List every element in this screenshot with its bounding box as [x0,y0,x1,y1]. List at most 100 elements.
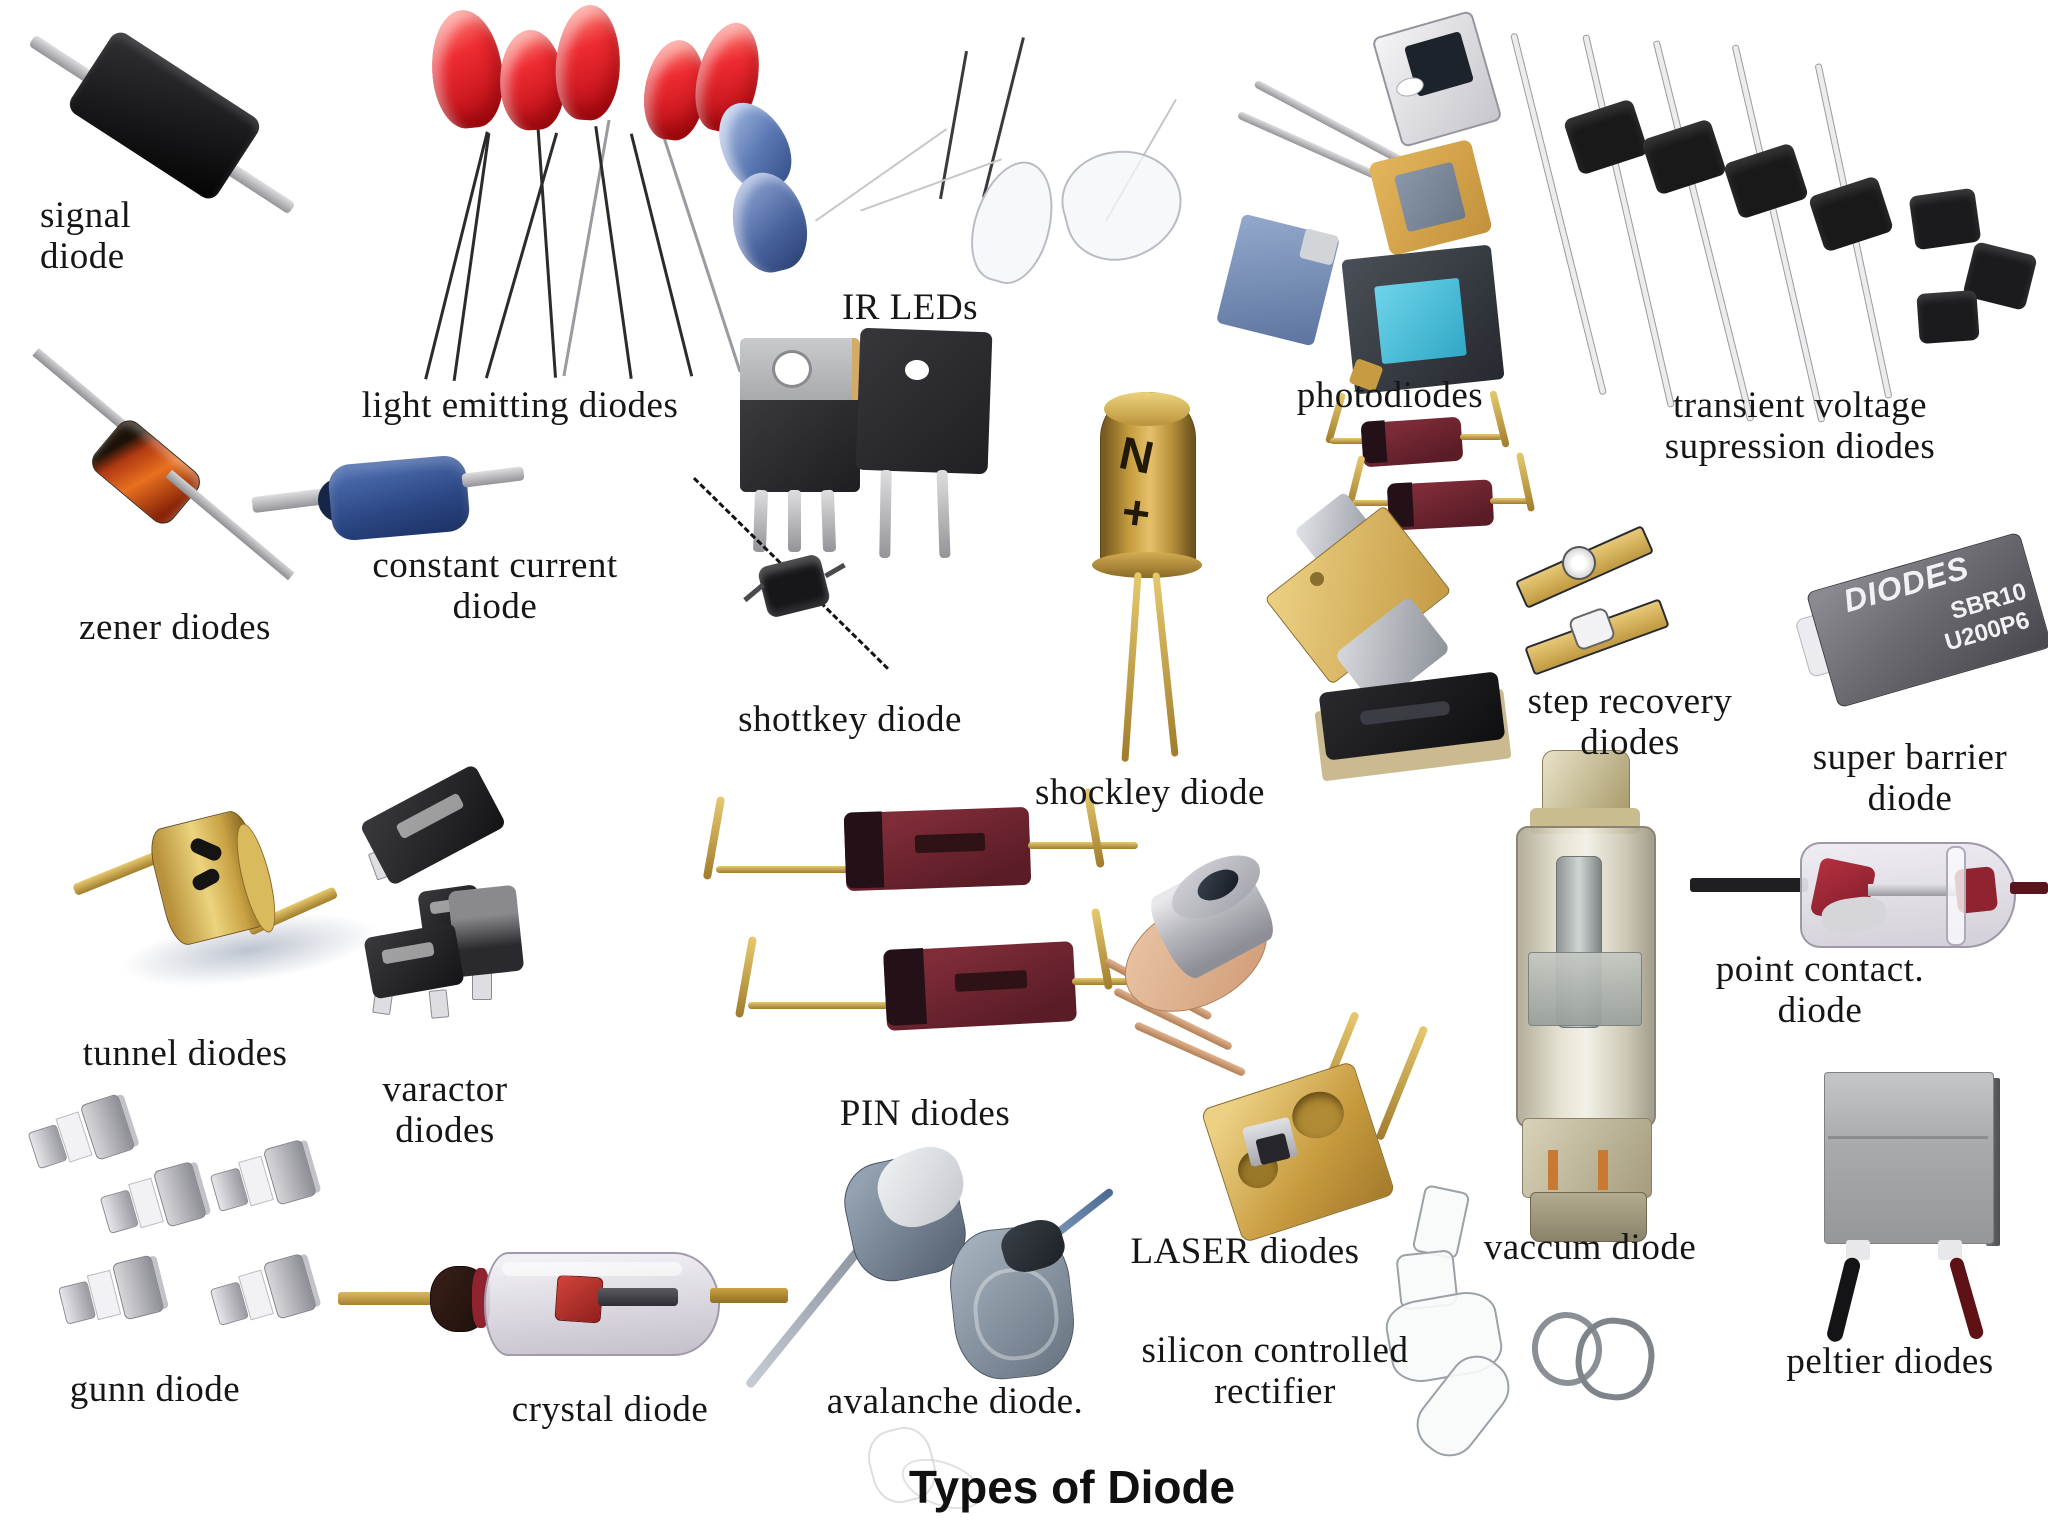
vacuum-tube-base [1530,1192,1647,1242]
label-step-recovery-diodes: step recovery diodes [1527,681,1733,763]
axial-diode-lead [1460,434,1502,440]
tvs-lead [1510,32,1607,396]
gunn-diode [238,1155,274,1207]
shockley-lead [1121,571,1142,763]
shottkey-axial-diode [756,553,832,619]
peltier-seam [1828,1136,1988,1139]
label-light-emitting-diodes: light emitting diodes [361,385,679,426]
label-silicon-controlled-rectifier: silicon controlled rectifier [1141,1330,1409,1412]
label-shottkey-diode: shottkey diode [738,699,962,740]
label-laser-diodes: LASER diodes [1130,1231,1360,1272]
gunn-diode [238,1269,274,1321]
sketch-line [814,128,948,222]
label-signal-diode: signal diode [40,195,132,277]
peltier-tab [1938,1240,1962,1260]
avalanche-lead [744,1245,864,1390]
to247-body [855,327,993,475]
ir-led-clear-bulb [959,151,1067,293]
shockley-can-top [1104,392,1190,426]
crystal-diode-lead [710,1288,788,1303]
label-transient-voltage-supression-diodes: transient voltage supression diodes [1664,385,1936,467]
pin-diode-lead [1072,978,1167,985]
to220-pin [788,490,801,552]
pin-diode-cap [843,811,885,889]
tvs-diode-body [1722,142,1810,220]
peltier-tab [1846,1240,1870,1260]
ccd-lead [461,466,525,488]
red-led-bulb [553,3,623,122]
pin-diode-lead [748,1002,890,1009]
laser-frame-pin [1375,1024,1429,1142]
pin-diode-marking [914,832,986,854]
to220-pin [820,489,837,553]
point-contact-lead [1690,878,1808,892]
ir-led-clear-bulb [1050,136,1195,273]
vacuum-tube-pin [1548,1150,1558,1190]
sot-pin [428,989,450,1019]
point-contact-ring [1946,846,1966,946]
glass-glint [502,1262,682,1276]
led-lead [594,126,633,379]
gunn-diode [86,1269,122,1321]
to220-body [740,400,860,492]
led-lead [562,119,611,377]
point-contact-lead [2010,882,2048,894]
screw-dot [1310,572,1324,586]
label-varactor-diodes: varactor diodes [382,1069,508,1151]
label-vaccum-diode: vaccum diode [1483,1227,1697,1268]
tvs-diode-body [1562,98,1650,176]
pin-diode-marking [954,970,1028,992]
shottkey-axial-lead [743,582,765,603]
label-photodiodes: photodiodes [1296,375,1484,416]
label-shockley-diode: shockley diode [1035,772,1265,813]
tvs-diode-body [1807,175,1895,253]
label-peltier-diodes: peltier diodes [1786,1341,1994,1382]
label-constant-current-diode: constant current diode [372,545,618,627]
crystal-diode-element [554,1274,604,1324]
to247-pin [936,469,951,559]
zener-body [86,414,206,530]
crystal-diode-holder [598,1288,678,1306]
page-title: Types of Diode [908,1461,1236,1513]
label-gunn-diode: gunn diode [69,1369,241,1410]
ir-led-blue-bulb [721,164,817,280]
pin-diode-lead [1028,842,1138,849]
peltier-red-wire [1948,1256,1985,1341]
label-pin-diodes: PIN diodes [839,1093,1011,1134]
led-lead [452,133,491,381]
vacuum-tube-pin [1598,1150,1608,1190]
peltier-module [1824,1072,1994,1244]
tvs-lead [1652,39,1755,423]
label-super-barrier-diode: super barrier diode [1812,737,2008,819]
pin-diode-lead [716,866,854,873]
gunn-diode [128,1177,164,1229]
tvs-smd-chip [1908,187,1982,251]
point-contact-whisker [1868,884,1960,896]
label-crystal-diode: crystal diode [511,1389,709,1430]
varactor-sot-chip [359,763,507,887]
vacuum-tube-band [1528,952,1642,1026]
zener-lead [165,469,295,581]
axial-diode-lead [1352,500,1398,506]
photodiode-smd-cyan-window [1374,277,1467,365]
red-led-bulb [426,6,508,132]
shockley-lead [1152,572,1179,757]
tvs-diode-body [1640,118,1728,196]
tvs-smd-chip [1916,289,1980,345]
tvs-lead [1731,44,1826,423]
label-tunnel-diodes: tunnel diodes [82,1033,288,1074]
label-ir-leds: IR LEDs [841,287,979,328]
to247-pin [879,469,892,559]
led-lead [629,133,694,377]
shockley-flange [1092,552,1202,578]
pin-diode-cap [883,948,927,1026]
led-lead [424,131,489,380]
label-zener-diodes: zener diodes [79,607,271,648]
ccd-body [326,454,472,542]
to220-hole [772,350,812,388]
label-point-contact-diode: point contact. diode [1715,949,1925,1031]
peltier-black-wire [1825,1256,1862,1344]
crystal-diode-lead [338,1292,438,1305]
shottkey-axial-lead [824,562,846,579]
